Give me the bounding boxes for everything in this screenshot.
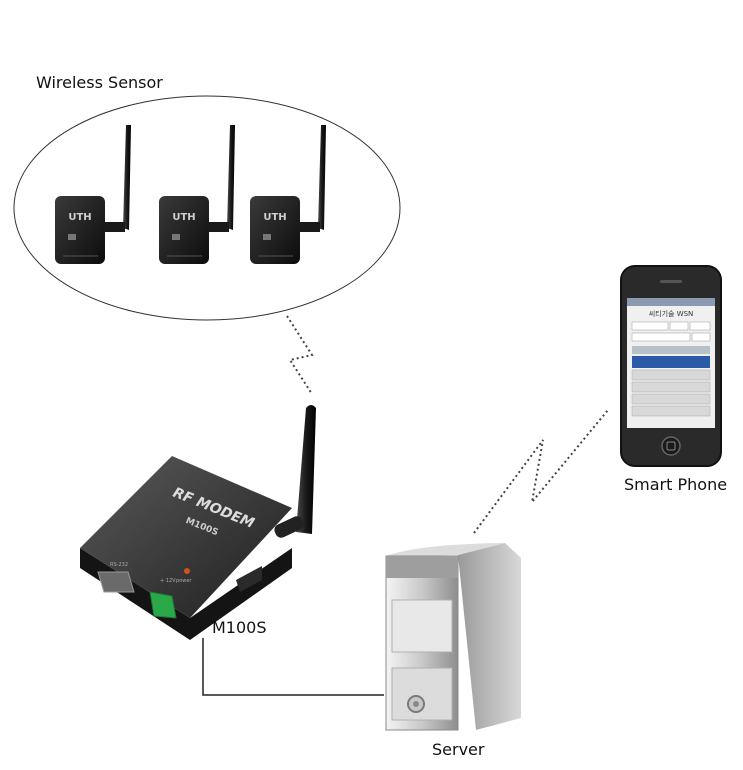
sensor-group-ellipse [13,95,401,321]
wireless-sensor-3: UTH [250,125,326,264]
server-label: Server [432,740,485,759]
sensor-brand-text: UTH [68,212,91,223]
wireless-link-sensor-modem [286,315,314,395]
wireless-sensor-2: UTH [159,125,235,264]
wireless-link-server-phone [473,409,609,534]
phone-app-title: 씨티기술 WSN [649,309,694,318]
wireless-sensor-1: UTH [55,125,131,264]
modem-voltage-label: + 12V [160,578,176,584]
modem-port-label: RS-232 [110,562,128,568]
smart-phone-label: Smart Phone [624,475,728,494]
wireless-sensor-label: Wireless Sensor [36,73,163,92]
modem-power-label: power [176,578,192,584]
wired-link-modem-server [202,638,384,696]
smart-phone-device: 씨티기술 WSN [620,265,722,467]
m100s-label: M100S [212,618,267,637]
rf-modem-device: RF MODEM M100S RS-232 power + 12V [80,405,316,640]
sensor-brand-text: UTH [263,212,286,223]
server-device [385,543,521,731]
sensor-brand-text: UTH [172,212,195,223]
